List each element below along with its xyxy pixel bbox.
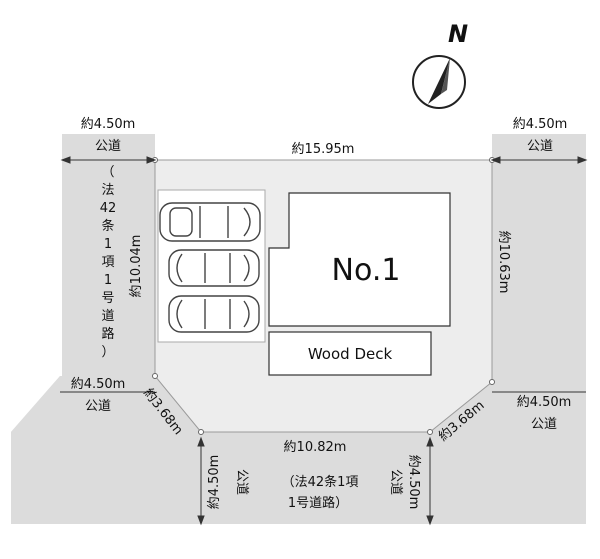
road-width-top-left: 約4.50m bbox=[81, 117, 136, 132]
road-left bbox=[62, 134, 155, 382]
wood-deck bbox=[268, 331, 432, 376]
road-left-char: 1 bbox=[104, 237, 112, 252]
road-kind-bottom-left: 公道 bbox=[234, 469, 249, 495]
lot-top-length: 約15.95m bbox=[292, 142, 355, 157]
road-left-char: 法 bbox=[101, 183, 114, 198]
road-kind-top-left: 公道 bbox=[95, 139, 121, 154]
car-van bbox=[159, 202, 261, 242]
north-arrow-shadow-icon bbox=[441, 58, 450, 94]
road-left-char: 1 bbox=[104, 273, 112, 288]
road-width-bottom-right: 約4.50m bbox=[406, 455, 421, 510]
road-bottom bbox=[11, 376, 586, 524]
car-sedan bbox=[168, 295, 260, 333]
road-width-mid-left: 約4.50m bbox=[71, 377, 126, 392]
compass: N bbox=[412, 20, 468, 109]
road-width-bottom-left: 約4.50m bbox=[207, 455, 222, 510]
building-name: No.1 bbox=[332, 253, 401, 288]
road-left-char: 条 bbox=[101, 218, 114, 234]
road-kind-mid-right: 公道 bbox=[531, 417, 557, 432]
north-label: N bbox=[448, 20, 468, 48]
wood-deck-label: Wood Deck bbox=[308, 345, 393, 363]
lot-left-length: 約10.04m bbox=[129, 235, 144, 298]
road-kind-mid-left: 公道 bbox=[85, 399, 111, 414]
road-left-char: 号 bbox=[101, 291, 114, 306]
road-width-mid-right: 約4.50m bbox=[517, 395, 572, 410]
lot-right-length: 約10.63m bbox=[496, 231, 511, 294]
road-width-top-right: 約4.50m bbox=[513, 117, 568, 132]
road-kind-top-right: 公道 bbox=[527, 139, 553, 154]
car-sedan bbox=[168, 249, 260, 287]
building-footprint bbox=[268, 192, 451, 327]
road-kind-bottom-right: 公道 bbox=[388, 469, 403, 495]
corner-marker bbox=[489, 379, 495, 385]
road-left-char: 項 bbox=[101, 255, 114, 270]
road-right bbox=[492, 134, 586, 382]
road-left-char: （ bbox=[101, 165, 114, 180]
road-note-line1: （法42条1項 bbox=[282, 474, 359, 490]
corner-marker bbox=[198, 429, 204, 435]
road-left-char: 42 bbox=[100, 201, 117, 216]
road-note-line2: 1号道路） bbox=[288, 495, 348, 511]
corner-marker bbox=[427, 429, 433, 435]
north-arrow-icon bbox=[428, 58, 450, 104]
corner-marker bbox=[152, 373, 158, 379]
lot-bottom-length: 約10.82m bbox=[284, 440, 347, 455]
road-left-char: ） bbox=[101, 345, 114, 360]
road-left-char: 道 bbox=[101, 309, 114, 324]
road-left-char: 路 bbox=[101, 326, 114, 342]
